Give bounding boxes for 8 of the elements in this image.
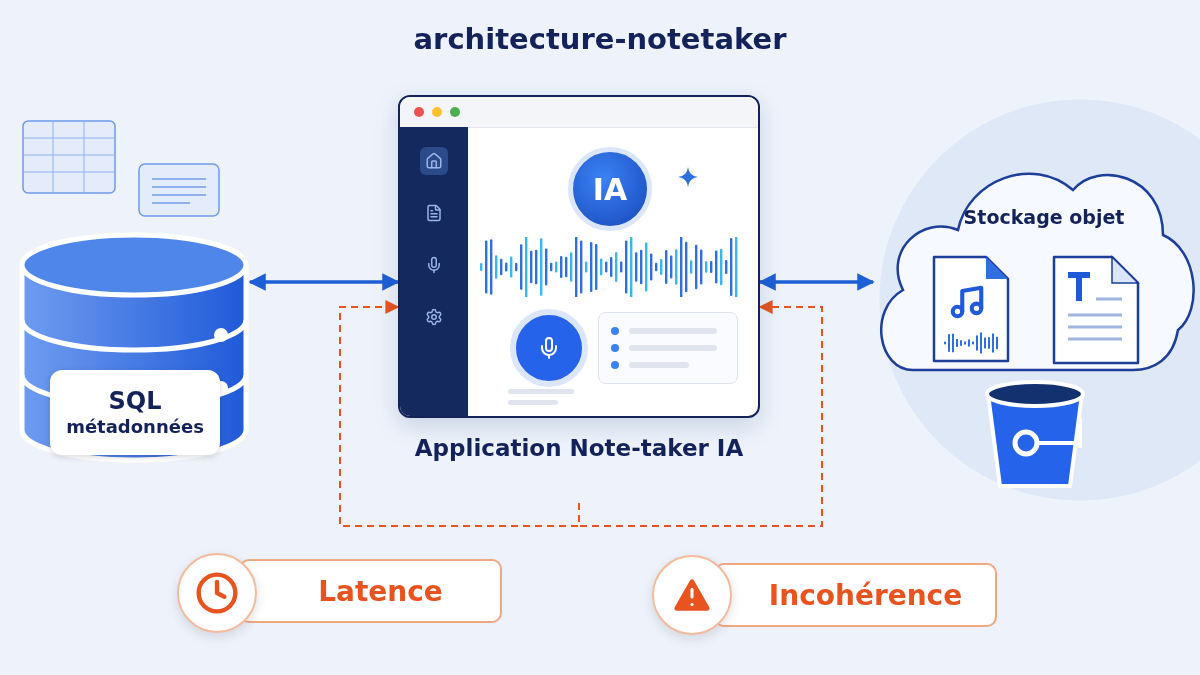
arrow bbox=[758, 273, 875, 291]
arrow bbox=[339, 300, 580, 527]
node-label: Application Note-taker IA bbox=[413, 434, 745, 463]
diagram-title: architecture-notetaker bbox=[413, 22, 787, 56]
label-panel: SQL métadonnées bbox=[50, 370, 220, 455]
arrow bbox=[578, 300, 823, 527]
arrow bbox=[248, 273, 400, 291]
node-label: Stockage objet bbox=[962, 206, 1126, 228]
